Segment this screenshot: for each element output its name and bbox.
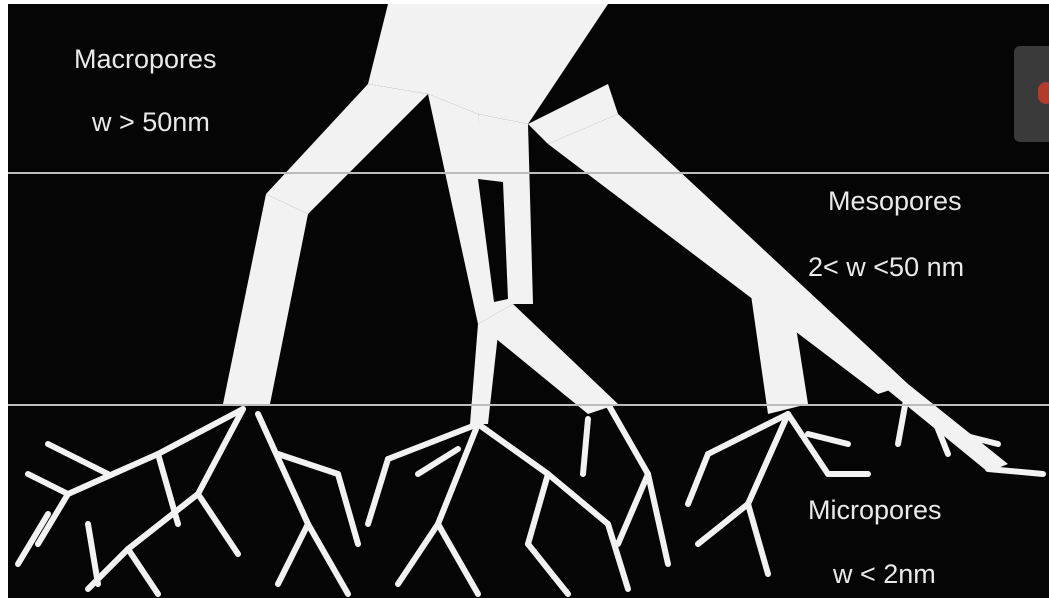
micropores-range: w < 2nm xyxy=(833,561,936,588)
mesopores-title: Mesopores xyxy=(828,188,962,215)
mesopore-center-d xyxy=(470,324,498,424)
micropores-title: Micropores xyxy=(808,497,942,524)
macropores-range: w > 50nm xyxy=(92,109,210,136)
micropore-cluster-left xyxy=(18,409,358,594)
micropore-cluster-right xyxy=(688,389,1043,574)
mesopores-range: 2< w <50 nm xyxy=(808,254,964,281)
macropores-title: Macropores xyxy=(74,46,217,73)
pore-diagram-panel: Macropores w > 50nm Mesopores 2< w <50 n… xyxy=(8,4,1049,598)
meso-micro-boundary-line xyxy=(8,404,1049,406)
edge-button-icon[interactable] xyxy=(1014,46,1049,142)
edge-button-dot-icon xyxy=(1038,82,1049,104)
macropore-arm-left xyxy=(266,84,428,214)
micropore-cluster-center xyxy=(368,404,668,594)
macro-meso-boundary-line xyxy=(8,172,1049,174)
mesopore-left-branch xyxy=(223,194,308,404)
mesopore-center-c xyxy=(478,304,618,414)
